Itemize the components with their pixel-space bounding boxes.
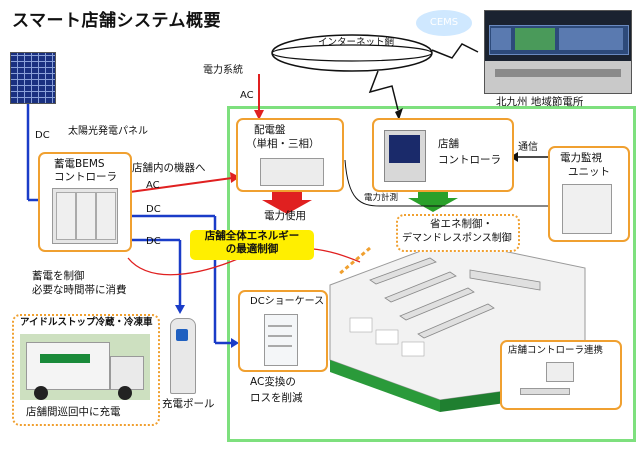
- comm-label: 通信: [518, 142, 538, 153]
- ac-loss-label-1: AC変換の: [250, 376, 296, 388]
- link-box: 店舗コントローラ連携: [500, 340, 622, 410]
- link-label: 店舗コントローラ連携: [508, 345, 604, 356]
- monitor-label-2: ユニット: [568, 166, 610, 178]
- solar-dc-label: DC: [35, 130, 50, 141]
- monitor-unit-image: [562, 184, 612, 234]
- optimal-label-2: の最適制御: [225, 243, 279, 256]
- light-image: [520, 388, 570, 395]
- bems-cabinet: [52, 188, 118, 244]
- kitakyushu-label: 北九州 地域節電所: [496, 96, 584, 108]
- monitor-label-1: 電力監視: [560, 152, 602, 164]
- panelboard-label-1: 配電盤: [254, 124, 286, 136]
- bems-dc-label-1: DC: [146, 204, 161, 215]
- internet-label: インターネット網: [318, 37, 395, 48]
- panelboard-box: 配電盤 （単相・三相）: [236, 118, 344, 192]
- to-store-label: 店舗内の機器へ: [132, 162, 206, 174]
- bems-label-2: コントローラ: [54, 171, 117, 183]
- truck-box: アイドルストップ冷蔵・冷凍車 店舗間巡回中に充電: [12, 314, 160, 426]
- saving-control-box: 省エネ制御・ デマンドレスポンス制御: [396, 214, 520, 252]
- grid-ac-label: AC: [240, 90, 254, 101]
- showcase-image: [264, 314, 298, 366]
- aircon-image: [546, 362, 574, 382]
- bems-dc-label-2: DC: [146, 236, 161, 247]
- controller-image: [384, 130, 426, 182]
- truck-caption: 店舗間巡回中に充電: [26, 406, 121, 418]
- controller-label-2: コントローラ: [438, 154, 501, 166]
- bems-ac-label: AC: [146, 180, 160, 191]
- internet-link-controller: [368, 70, 399, 111]
- charger-pole-image: [170, 318, 196, 394]
- showcase-box: DCショーケース: [238, 290, 328, 372]
- bems-box: 蓄電BEMS コントローラ: [38, 152, 132, 252]
- charge-note-1: 蓄電を制御: [32, 270, 85, 282]
- showcase-label: DCショーケース: [250, 296, 325, 307]
- cems-label: CEMS: [429, 17, 459, 28]
- ac-loss-label-2: ロスを削減: [250, 392, 303, 404]
- optimal-control-box: 店舗全体エネルギー の最適制御: [190, 230, 314, 260]
- meter-label: 電力計測: [364, 193, 399, 203]
- truck-image: [20, 334, 150, 400]
- saving-label-2: デマンドレスポンス制御: [402, 233, 512, 244]
- control-room-image: [484, 10, 632, 94]
- grid-label: 電力系統: [203, 65, 243, 76]
- panelboard-image: [260, 158, 324, 186]
- controller-box: 店舗 コントローラ: [372, 118, 514, 192]
- monitor-box: 電力監視 ユニット: [548, 146, 630, 242]
- charger-label: 充電ポール: [162, 398, 215, 410]
- solar-panel-image: [10, 52, 56, 104]
- optimal-label-1: 店舗全体エネルギー: [204, 230, 300, 242]
- power-use-label: 電力使用: [264, 210, 306, 222]
- internet-link-right: [431, 43, 479, 59]
- panelboard-label-2: （単相・三相）: [246, 138, 320, 150]
- controller-label-1: 店舗: [438, 138, 459, 150]
- charge-note-2: 必要な時間帯に消費: [32, 284, 127, 296]
- cems-bubble: CEMS: [416, 10, 472, 36]
- bems-label-1: 蓄電BEMS: [54, 158, 105, 170]
- solar-label: 太陽光発電パネル: [68, 126, 148, 137]
- saving-label-1: 省エネ制御・: [430, 218, 493, 230]
- page-title: スマート店舗システム概要: [12, 11, 221, 31]
- truck-title: アイドルストップ冷蔵・冷凍車: [20, 317, 153, 328]
